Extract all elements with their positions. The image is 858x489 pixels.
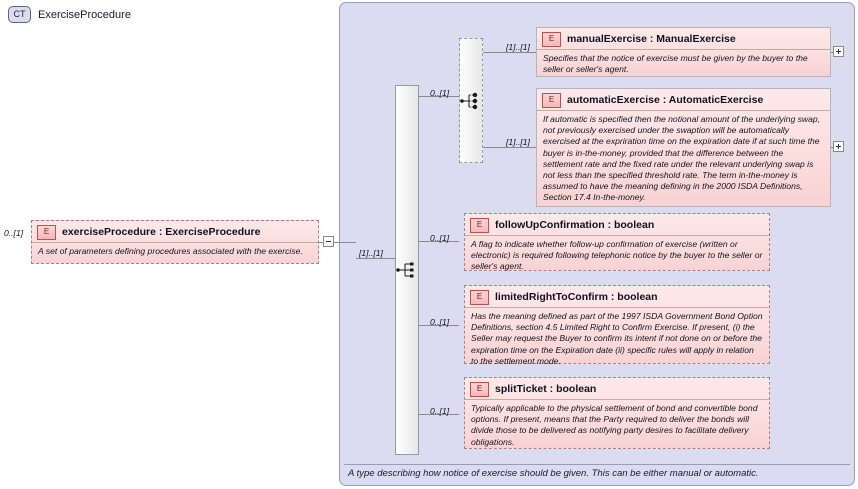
connector-line [334, 242, 356, 243]
element-description: Specifies that the notice of exercise mu… [537, 49, 830, 78]
limited-right-to-confirm-cardinality: 0..[1] [430, 317, 450, 327]
element-description: If automatic is specified then the notio… [537, 110, 830, 207]
manual-exercise-cardinality: [1]..[1] [506, 42, 530, 52]
sequence-compositor[interactable] [395, 85, 419, 455]
complex-type-title: ExerciseProcedure [38, 8, 131, 21]
element-name: manualExercise : ManualExercise [567, 33, 736, 45]
element-description: Has the meaning defined as part of the 1… [465, 307, 769, 370]
element-badge-icon: E [470, 381, 489, 397]
connector-line [419, 414, 459, 415]
connector-line [319, 242, 323, 243]
element-description: A flag to indicate whether follow-up con… [465, 235, 769, 276]
connector-line [419, 96, 459, 97]
element-manual-exercise[interactable]: E manualExercise : ManualExercise Specif… [536, 27, 831, 77]
choice-icon [460, 92, 478, 109]
plus-toggle[interactable] [833, 46, 844, 57]
element-limited-right-to-confirm[interactable]: E limitedRightToConfirm : boolean Has th… [464, 285, 770, 366]
connector-line [483, 52, 536, 53]
element-split-ticket[interactable]: E splitTicket : boolean Typically applic… [464, 377, 770, 449]
sequence-icon [396, 262, 414, 278]
element-description: Typically applicable to the physical set… [465, 399, 769, 451]
element-name: exerciseProcedure : ExerciseProcedure [62, 226, 261, 238]
element-header: E exerciseProcedure : ExerciseProcedure [32, 221, 318, 242]
element-name: automaticExercise : AutomaticExercise [567, 94, 764, 106]
choice-compositor[interactable] [459, 38, 483, 163]
element-badge-icon: E [542, 31, 561, 47]
element-badge-icon: E [37, 224, 56, 240]
connector-line [831, 147, 833, 148]
automatic-exercise-cardinality: [1]..[1] [506, 137, 530, 147]
choice-cardinality: 0..[1] [430, 88, 450, 98]
element-automatic-exercise[interactable]: E automaticExercise : AutomaticExercise … [536, 88, 831, 207]
root-element-cardinality: 0..[1] [4, 228, 24, 238]
element-badge-icon: E [470, 289, 489, 305]
split-ticket-cardinality: 0..[1] [430, 406, 450, 416]
element-exercise-procedure[interactable]: E exerciseProcedure : ExerciseProcedure … [31, 220, 319, 264]
sequence-cardinality: [1]..[1] [359, 248, 383, 258]
element-header: E manualExercise : ManualExercise [537, 28, 830, 49]
element-header: E followUpConfirmation : boolean [465, 214, 769, 235]
follow-up-confirmation-cardinality: 0..[1] [430, 233, 450, 243]
complex-type-annotation: A type describing how notice of exercise… [344, 464, 850, 481]
element-name: limitedRightToConfirm : boolean [495, 291, 658, 303]
connector-line [419, 325, 459, 326]
plus-toggle[interactable] [833, 141, 844, 152]
connector-line [419, 241, 459, 242]
element-header: E automaticExercise : AutomaticExercise [537, 89, 830, 110]
complex-type-header: CT ExerciseProcedure [8, 6, 131, 23]
element-badge-icon: E [470, 217, 489, 233]
complex-type-badge-icon: CT [8, 6, 31, 23]
connector-line [831, 52, 833, 53]
element-follow-up-confirmation[interactable]: E followUpConfirmation : boolean A flag … [464, 213, 770, 271]
element-description: A set of parameters defining procedures … [32, 242, 318, 260]
element-name: followUpConfirmation : boolean [495, 219, 655, 231]
element-header: E limitedRightToConfirm : boolean [465, 286, 769, 307]
element-badge-icon: E [542, 92, 561, 108]
minus-toggle[interactable] [323, 236, 334, 247]
connector-line [483, 147, 536, 148]
connector-line [356, 258, 395, 259]
element-name: splitTicket : boolean [495, 383, 597, 395]
element-header: E splitTicket : boolean [465, 378, 769, 399]
